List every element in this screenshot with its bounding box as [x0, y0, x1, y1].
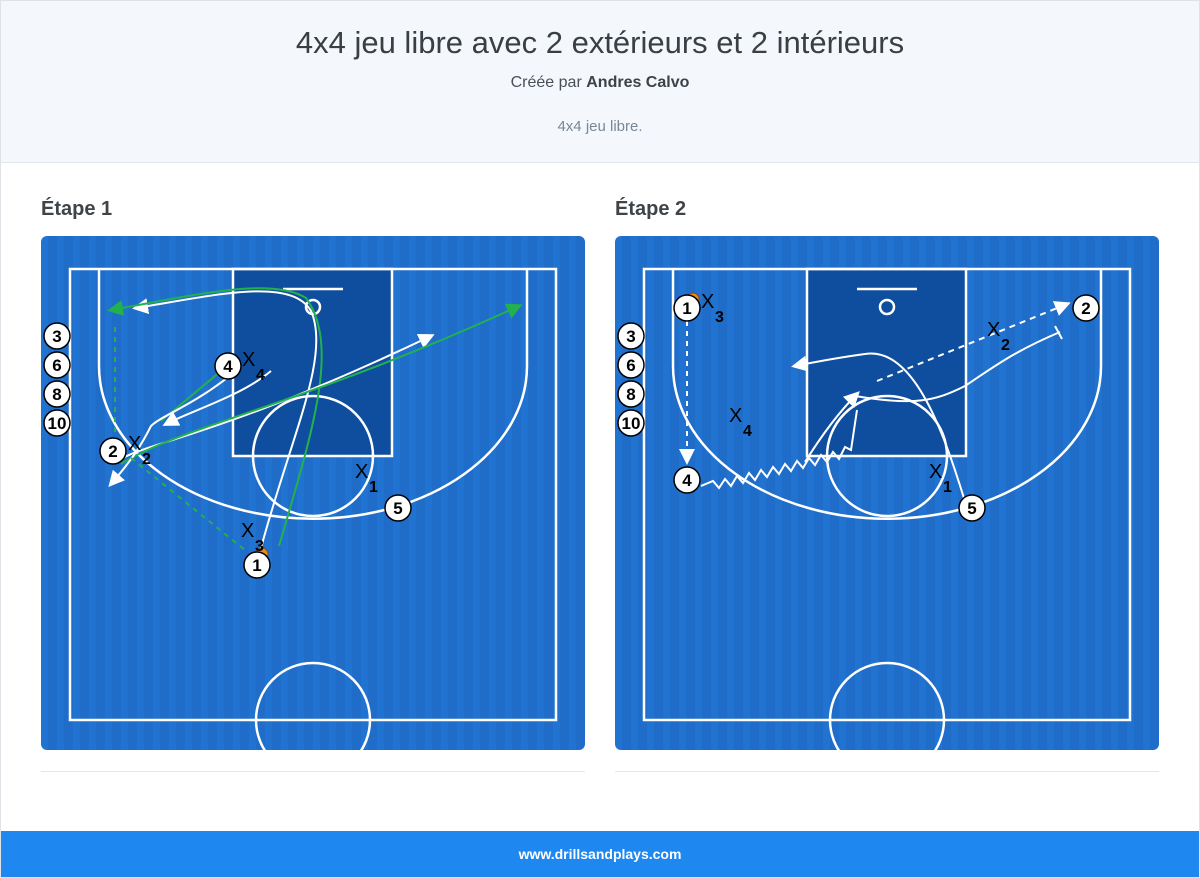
bench-label: 3: [52, 327, 61, 346]
bench-player: 8: [43, 380, 71, 408]
pass-path-3: [130, 457, 247, 552]
step-1-divider: [41, 771, 585, 772]
bench-player: 8: [617, 380, 645, 408]
defender-number: 3: [255, 538, 264, 555]
bench-label: 8: [52, 385, 61, 404]
bench-players: 3 6 8 10: [43, 322, 71, 437]
footer-site-link[interactable]: www.drillsandplays.com: [518, 846, 682, 862]
defender: X2: [128, 433, 151, 468]
offense-player: 1: [673, 294, 701, 322]
offense-label: 1: [682, 299, 691, 318]
defender: X3: [241, 520, 264, 555]
defender-mark: X: [929, 461, 942, 483]
bench-label: 3: [626, 327, 635, 346]
bench-label: 10: [622, 414, 641, 433]
pass-path-2: [120, 303, 523, 465]
step-2-divider: [615, 771, 1159, 772]
defender-mark: X: [987, 319, 1000, 341]
paint-area: [805, 267, 968, 458]
offense-player: 2: [1072, 294, 1100, 322]
pass-path-1: [107, 287, 323, 547]
defender: X1: [355, 461, 378, 496]
cut-path-3: [108, 377, 228, 488]
drill-title: 4x4 jeu libre avec 2 extérieurs et 2 int…: [295, 25, 905, 60]
defender: X4: [729, 405, 752, 440]
offense-player: 5: [958, 494, 986, 522]
drill-header: 4x4 jeu libre avec 2 extérieurs et 2 int…: [1, 1, 1199, 163]
step-1-title: Étape 1: [41, 198, 113, 220]
bench-player: 10: [617, 409, 645, 437]
bench-player: 6: [43, 351, 71, 379]
defender: X4: [242, 349, 265, 384]
offense-label: 4: [223, 357, 233, 376]
offense-player: 5: [384, 494, 412, 522]
step-2-diagram: 3 6 8 10 1 2 4 5 X1 X2 X3 X4: [615, 236, 1159, 750]
offense-label: 2: [108, 442, 117, 461]
bench-player: 10: [43, 409, 71, 437]
cut-path-2: [791, 352, 968, 509]
site-footer: www.drillsandplays.com: [1, 831, 1199, 877]
offense-label: 5: [393, 499, 402, 518]
defender-number: 2: [1001, 337, 1010, 354]
bench-player: 6: [617, 351, 645, 379]
bench-label: 6: [52, 356, 61, 375]
court-lines: [642, 267, 1132, 750]
offense-label: 4: [682, 471, 692, 490]
offense-player: 1: [243, 551, 271, 579]
offense-label: 2: [1081, 299, 1090, 318]
bench-label: 6: [626, 356, 635, 375]
play-lines: [679, 301, 1071, 509]
defender-mark: X: [729, 405, 742, 427]
step-1-diagram: 3 6 8 10 1 2 4 5 X1 X2 X3 X4: [41, 236, 585, 750]
defender-number: 4: [743, 423, 752, 440]
defender-number: 3: [715, 309, 724, 326]
defender-number: 1: [369, 479, 378, 496]
bench-label: 8: [626, 385, 635, 404]
bench-player: 3: [43, 322, 71, 350]
step-2-title: Étape 2: [615, 198, 687, 220]
cut-path-2: [118, 333, 435, 461]
drill-description: 4x4 jeu libre.: [557, 118, 643, 135]
offense-label: 5: [967, 499, 976, 518]
offense-player: 2: [99, 437, 127, 465]
bench-players: 3 6 8 10: [617, 322, 645, 437]
defender-mark: X: [701, 291, 714, 313]
created-by-label: Créée par: [510, 74, 582, 91]
defender-number: 1: [943, 479, 952, 496]
dribble-path: [700, 394, 857, 490]
defender: X2: [987, 319, 1010, 354]
cut-path-4: [162, 370, 272, 426]
pass-path-1: [876, 301, 1071, 382]
defender-mark: X: [241, 520, 254, 542]
bench-player: 3: [617, 322, 645, 350]
defender: X3: [701, 291, 724, 326]
screen-end: [1054, 325, 1063, 340]
author-name: Andres Calvo: [586, 74, 690, 91]
play-lines: [107, 287, 523, 552]
defender-mark: X: [242, 349, 255, 371]
defender-number: 4: [256, 367, 265, 384]
court-lines: [68, 267, 558, 750]
offense-player: 4: [673, 466, 701, 494]
offense-label: 1: [252, 556, 261, 575]
offense-player: 4: [214, 352, 242, 380]
defender-mark: X: [128, 433, 141, 455]
cut-path-1: [132, 290, 318, 549]
bench-label: 10: [48, 414, 67, 433]
defender: X1: [929, 461, 952, 496]
screen-path: [854, 331, 1061, 403]
drill-byline: Créée par Andres Calvo: [1, 74, 1199, 92]
defender-mark: X: [355, 461, 368, 483]
defender-number: 2: [142, 451, 151, 468]
